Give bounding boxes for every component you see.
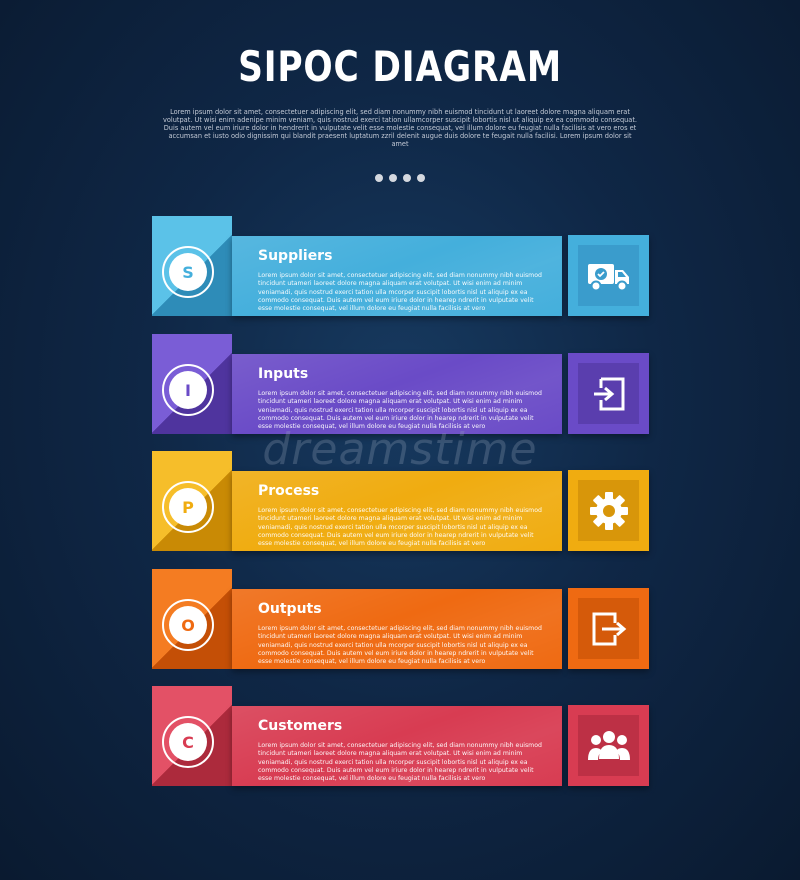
sign-out-icon (578, 598, 639, 659)
letter-badge: O (162, 599, 214, 651)
letter-badge-inner: P (169, 488, 207, 526)
page-title: SIPOC DIAGRAM (238, 42, 562, 91)
pagination-dots (0, 167, 800, 186)
row-band: Customers Lorem ipsum dolor sit amet, co… (232, 706, 562, 786)
row-title: Suppliers (258, 248, 333, 264)
page-subtitle: Lorem ipsum dolor sit amet, consectetuer… (162, 108, 638, 148)
row-title: Process (258, 483, 320, 499)
row-description: Lorem ipsum dolor sit amet, consectetuer… (258, 742, 542, 783)
letter-badge-inner: S (169, 253, 207, 291)
row-title: Outputs (258, 601, 322, 617)
sipoc-row-outputs: Outputs Lorem ipsum dolor sit amet, cons… (152, 569, 652, 669)
row-band: Inputs Lorem ipsum dolor sit amet, conse… (232, 354, 562, 434)
row-title: Inputs (258, 366, 309, 382)
sipoc-row-suppliers: Suppliers Lorem ipsum dolor sit amet, co… (152, 216, 652, 316)
row-description: Lorem ipsum dolor sit amet, consectetuer… (258, 272, 542, 313)
letter-badge-inner: O (169, 606, 207, 644)
sipoc-row-customers: Customers Lorem ipsum dolor sit amet, co… (152, 686, 652, 786)
icon-box (568, 588, 649, 669)
letter-badge: C (162, 716, 214, 768)
truck-icon (578, 245, 639, 306)
row-band: Outputs Lorem ipsum dolor sit amet, cons… (232, 589, 562, 669)
row-description: Lorem ipsum dolor sit amet, consectetuer… (258, 390, 542, 431)
letter-badge: S (162, 246, 214, 298)
letter-badge: I (162, 364, 214, 416)
row-band: Suppliers Lorem ipsum dolor sit amet, co… (232, 236, 562, 316)
gear-icon (578, 480, 639, 541)
letter-badge-inner: I (169, 371, 207, 409)
row-description: Lorem ipsum dolor sit amet, consectetuer… (258, 625, 542, 666)
dot (389, 174, 397, 182)
dot (403, 174, 411, 182)
icon-box (568, 470, 649, 551)
icon-box (568, 235, 649, 316)
sign-in-icon (578, 363, 639, 424)
sipoc-row-process: Process Lorem ipsum dolor sit amet, cons… (152, 451, 652, 551)
icon-box (568, 353, 649, 434)
dot (417, 174, 425, 182)
row-title: Customers (258, 718, 343, 734)
icon-box (568, 705, 649, 786)
row-band: Process Lorem ipsum dolor sit amet, cons… (232, 471, 562, 551)
dot (375, 174, 383, 182)
users-icon (578, 715, 639, 776)
letter-badge: P (162, 481, 214, 533)
row-description: Lorem ipsum dolor sit amet, consectetuer… (258, 507, 542, 548)
letter-badge-inner: C (169, 723, 207, 761)
sipoc-row-inputs: Inputs Lorem ipsum dolor sit amet, conse… (152, 334, 652, 434)
